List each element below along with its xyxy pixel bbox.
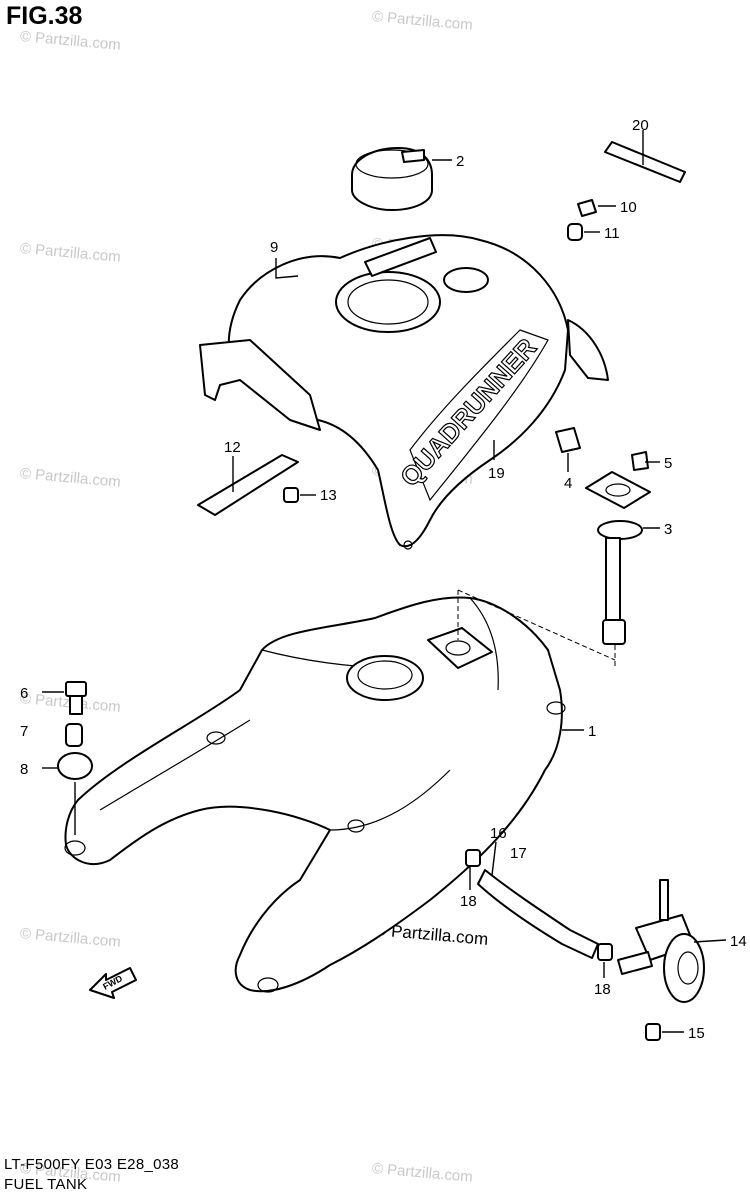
callout-5[interactable]: 5 [664, 455, 672, 472]
hose-clamp [465, 849, 481, 867]
callout-9[interactable]: 9 [270, 239, 278, 256]
tank-cover: QUADRUNNER [199, 234, 609, 550]
fuel-hose [477, 869, 599, 959]
callout-6[interactable]: 6 [20, 685, 28, 702]
hose-clamp [597, 943, 613, 961]
callout-7[interactable]: 7 [20, 723, 28, 740]
callout-4[interactable]: 4 [564, 475, 572, 492]
callout-8[interactable]: 8 [20, 761, 28, 778]
fuel-tank [64, 596, 566, 993]
callout-18[interactable]: 18 [594, 981, 611, 998]
bracket [197, 454, 299, 516]
screw [645, 1023, 661, 1041]
fuel-level-sender [597, 520, 643, 645]
fuel-cap [351, 147, 433, 211]
callout-10[interactable]: 10 [620, 199, 637, 216]
cushion [57, 752, 93, 780]
screw [577, 199, 597, 217]
callout-1[interactable]: 1 [588, 723, 596, 740]
callout-14[interactable]: 14 [730, 933, 747, 950]
callout-20[interactable]: 20 [632, 117, 649, 134]
grommet [567, 223, 583, 241]
callout-3[interactable]: 3 [664, 521, 672, 538]
forward-arrow-icon: FWD [89, 967, 137, 999]
callout-11[interactable]: 11 [604, 225, 620, 242]
collar [65, 723, 83, 747]
screw [631, 451, 649, 471]
assembly-name: FUEL TANK [4, 1176, 88, 1193]
callout-13[interactable]: 13 [320, 487, 337, 504]
figure-title: FIG.38 [6, 2, 83, 30]
pump-plate [585, 471, 651, 509]
callout-12[interactable]: 12 [224, 439, 241, 456]
bolt [65, 681, 87, 715]
strap [604, 141, 686, 183]
callout-15[interactable]: 15 [688, 1025, 705, 1042]
fuel-valve [617, 879, 705, 1003]
bolt [283, 487, 299, 503]
callout-2[interactable]: 2 [456, 153, 464, 170]
callout-16[interactable]: 16 [490, 825, 507, 842]
gasket [555, 427, 581, 453]
callout-18[interactable]: 18 [460, 893, 477, 910]
callout-19[interactable]: 19 [488, 465, 505, 482]
model-code: LT-F500FY E03 E28_038 [4, 1156, 180, 1173]
callout-17[interactable]: 17 [510, 845, 527, 862]
